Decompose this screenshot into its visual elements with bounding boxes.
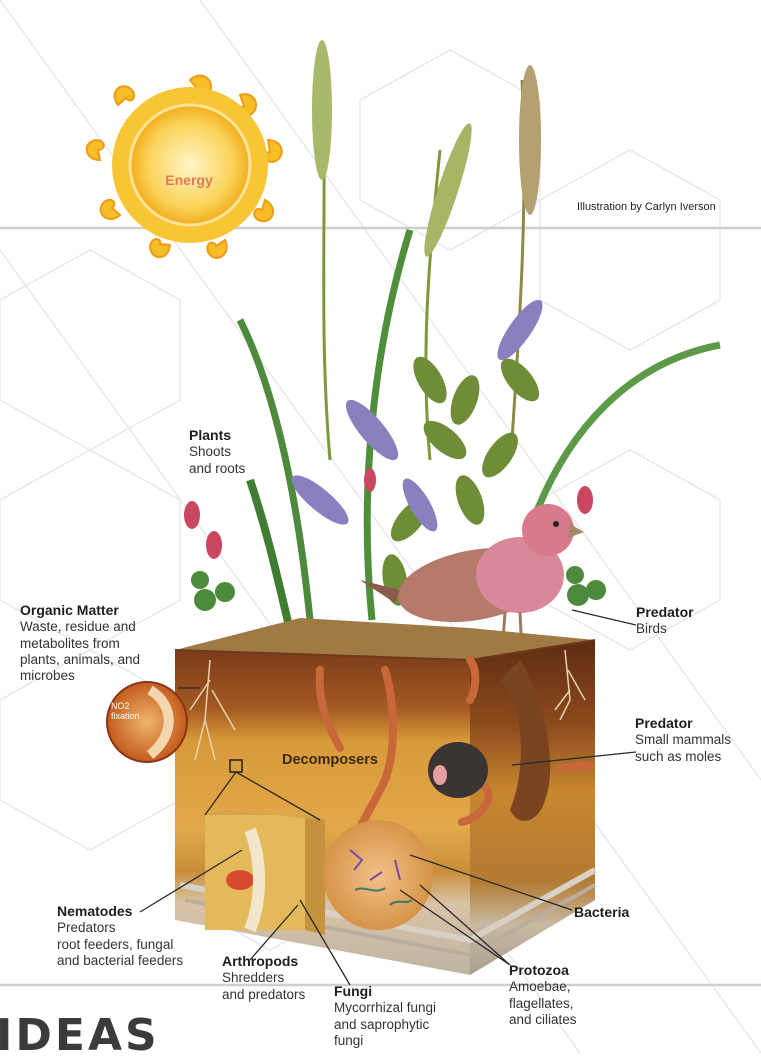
nitrogen-fixation-inset bbox=[107, 682, 187, 762]
label-bacteria-title: Bacteria bbox=[574, 904, 629, 921]
label-arthropods-title: Arthropods bbox=[222, 953, 305, 970]
label-predator-birds: Predator Birds bbox=[636, 604, 694, 638]
magnified-soil-section bbox=[205, 810, 325, 935]
label-fungi-title: Fungi bbox=[334, 983, 436, 1000]
label-predator-mammals-title: Predator bbox=[635, 715, 731, 732]
label-fungi-desc: Mycorrhizal fungi and saprophytic fungi bbox=[334, 1000, 436, 1049]
label-predator-birds-title: Predator bbox=[636, 604, 694, 621]
label-plants: Plants Shoots and roots bbox=[189, 427, 245, 477]
sun-icon bbox=[87, 76, 282, 258]
label-predator-mammals-desc: Small mammals such as moles bbox=[635, 732, 731, 765]
label-protozoa-desc: Amoebae, flagellates, and ciliates bbox=[509, 979, 577, 1028]
label-organic-matter-desc: Waste, residue and metabolites from plan… bbox=[20, 619, 140, 685]
ideas-watermark: IDEAS bbox=[0, 1010, 160, 1061]
label-bacteria: Bacteria bbox=[574, 904, 629, 921]
label-predator-mammals: Predator Small mammals such as moles bbox=[635, 715, 731, 765]
label-arthropods: Arthropods Shredders and predators bbox=[222, 953, 305, 1003]
label-plants-title: Plants bbox=[189, 427, 245, 444]
label-plants-desc: Shoots and roots bbox=[189, 444, 245, 477]
sun-label: Energy bbox=[144, 172, 234, 188]
label-organic-matter: Organic Matter Waste, residue and metabo… bbox=[20, 602, 140, 685]
label-arthropods-desc: Shredders and predators bbox=[222, 970, 305, 1003]
label-organic-matter-title: Organic Matter bbox=[20, 602, 140, 619]
label-nematodes-title: Nematodes bbox=[57, 903, 183, 920]
label-protozoa: Protozoa Amoebae, flagellates, and cilia… bbox=[509, 962, 577, 1028]
label-nematodes-desc: Predators root feeders, fungal and bacte… bbox=[57, 920, 183, 969]
nitrogen-fixation-label: NO2 fixation bbox=[111, 702, 171, 722]
label-predator-birds-desc: Birds bbox=[636, 621, 694, 637]
label-protozoa-title: Protozoa bbox=[509, 962, 577, 979]
label-fungi: Fungi Mycorrhizal fungi and saprophytic … bbox=[334, 983, 436, 1049]
illustration-credit: Illustration by Carlyn Iverson bbox=[577, 201, 716, 213]
plants-illustration bbox=[184, 40, 720, 630]
label-nematodes: Nematodes Predators root feeders, fungal… bbox=[57, 903, 183, 969]
decomposers-label: Decomposers bbox=[282, 752, 378, 768]
